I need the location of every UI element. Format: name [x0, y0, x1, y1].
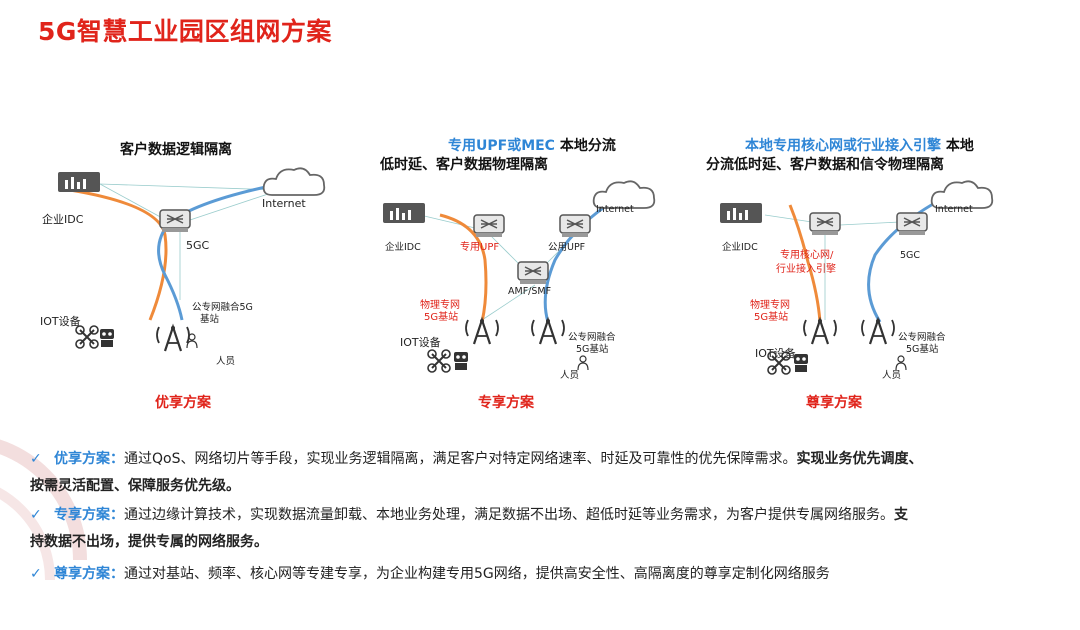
panel-2-private-station-label-1: 物理专网 — [420, 298, 460, 311]
description-1-term: 优享方案： — [54, 451, 124, 467]
description-1-bold-2: 按需灵活配置、保障服务优先级。 — [30, 478, 240, 494]
panel-2-people-label: 人员 — [560, 370, 579, 381]
page-title: 5G智慧工业园区组网方案 — [38, 17, 332, 46]
base-station-icon — [530, 317, 566, 346]
panel-3-private-station-label-1: 物理专网 — [750, 298, 790, 311]
panel-1-people-label: 人员 — [216, 356, 235, 367]
panel-2-header-line-2: 低时延、客户数据物理隔离 — [379, 156, 548, 173]
drone-icon — [427, 349, 451, 373]
panel-2-private-station-label-2: 5G基站 — [424, 310, 458, 323]
5gc-router-icon — [896, 212, 928, 236]
panel-2-private-upf-label: 专用UPF — [460, 240, 499, 253]
panel-3-idc-label: 企业IDC — [722, 241, 758, 253]
drone-icon — [75, 325, 99, 349]
public-upf-icon — [559, 214, 591, 238]
panel-3-station-label-1: 公专网融合 — [898, 331, 946, 343]
description-2-bold-2: 持数据不出场，提供专属的网络服务。 — [30, 534, 268, 550]
robot-icon — [454, 352, 468, 370]
panel-2-diagram: 专用UPF或MEC 本地分流 低时延、客户数据物理隔离 企业IDC Intern… — [379, 137, 656, 411]
description-2-term: 专享方案： — [54, 507, 124, 523]
panel-3-diagram: 本地专用核心网或行业接入引擎 本地 分流低时延、客户数据和信令物理隔离 企业ID… — [706, 137, 994, 411]
person-icon — [577, 355, 589, 371]
panel-2-internet-label: Internet — [596, 204, 634, 215]
panel-3-internet-label: Internet — [935, 204, 973, 215]
base-station-icon — [860, 317, 896, 346]
base-station-icon — [155, 324, 191, 353]
panel-1-diagram: 客户数据逻辑隔离 企业IDC Internet 5GC 公专网融合5G 基站 I… — [40, 141, 326, 411]
panel-3-people-label: 人员 — [882, 370, 901, 381]
panel-3-header-line-1: 本地专用核心网或行业接入引擎 本地 — [745, 137, 974, 154]
idc-server-icon — [58, 172, 100, 192]
panel-3-private-station-label-2: 5G基站 — [754, 310, 788, 323]
description-1-text: 通过QoS、网络切片等手段，实现业务逻辑隔离，满足客户对特定网络速率、时延及可靠… — [124, 451, 797, 467]
panel-3-scheme-name: 尊享方案 — [806, 394, 863, 411]
panel-2-public-upf-label: 公用UPF — [548, 242, 585, 253]
panel-1-header: 客户数据逻辑隔离 — [119, 141, 232, 158]
panel-2-station-label-2: 5G基站 — [576, 343, 609, 355]
amf-smf-icon — [517, 261, 549, 285]
panel-1-station-label: 公专网融合5G — [192, 301, 253, 313]
panel-1-core-label: 5GC — [186, 239, 210, 252]
panel-1-iot-label: IOT设备 — [40, 314, 81, 328]
panel-3-core-label: 5GC — [900, 250, 920, 261]
robot-icon — [100, 329, 114, 347]
decorative-arc — [0, 439, 87, 581]
panel-2-scheme-name: 专享方案 — [478, 394, 535, 411]
panel-3-private-core-label-1: 专用核心网/ — [780, 248, 834, 261]
internet-cloud-icon — [262, 167, 326, 196]
description-2: ✓ 专享方案：通过边缘计算技术，实现数据流量卸载、本地业务处理，满足数据不出场、超… — [30, 502, 1060, 556]
panel-3-header-line-2: 分流低时延、客户数据和信令物理隔离 — [706, 156, 944, 173]
panel-2-iot-label: IOT设备 — [400, 335, 441, 349]
robot-icon — [794, 354, 808, 372]
panel-2-station-label-1: 公专网融合 — [568, 331, 616, 343]
private-base-station-icon — [802, 317, 838, 346]
description-3-text: 通过对基站、频率、核心网等专建专享，为企业构建专用5G网络，提供高安全性、高隔离… — [124, 566, 830, 582]
private-core-icon — [809, 212, 841, 236]
network-diagrams: 客户数据逻辑隔离 企业IDC Internet 5GC 公专网融合5G 基站 I… — [40, 137, 994, 411]
idc-server-icon — [383, 203, 425, 223]
panel-1-internet-label: Internet — [262, 197, 306, 210]
check-icon: ✓ — [30, 566, 42, 582]
description-3-term: 尊享方案： — [54, 566, 124, 582]
person-icon — [895, 355, 907, 371]
panel-2-idc-label: 企业IDC — [385, 241, 421, 253]
description-2-text: 通过边缘计算技术，实现数据流量卸载、本地业务处理，满足数据不出场、超低时延等业务… — [124, 507, 894, 523]
panel-1-station-label-2: 基站 — [200, 313, 220, 325]
check-icon: ✓ — [30, 451, 42, 467]
description-2-bold-1: 支 — [894, 507, 908, 523]
panel-1-scheme-name: 优享方案 — [155, 394, 212, 411]
private-upf-icon — [473, 214, 505, 238]
panel-2-header-line-1: 专用UPF或MEC 本地分流 — [448, 137, 616, 154]
panel-3-station-label-2: 5G基站 — [906, 343, 939, 355]
description-1: ✓ 优享方案：通过QoS、网络切片等手段，实现业务逻辑隔离，满足客户对特定网络速率… — [30, 446, 1060, 500]
description-3: ✓ 尊享方案：通过对基站、频率、核心网等专建专享，为企业构建专用5G网络，提供高安… — [30, 561, 1060, 588]
panel-1-idc-label: 企业IDC — [42, 212, 84, 226]
5gc-router-icon — [159, 209, 191, 233]
private-base-station-icon — [464, 317, 500, 346]
panel-3-private-core-label-2: 行业接入引擎 — [776, 262, 836, 275]
panel-2-amf-label: AMF/SMF — [508, 286, 551, 297]
idc-server-icon — [720, 203, 762, 223]
description-1-bold-1: 实现业务优先调度、 — [796, 451, 923, 467]
check-icon: ✓ — [30, 507, 42, 523]
